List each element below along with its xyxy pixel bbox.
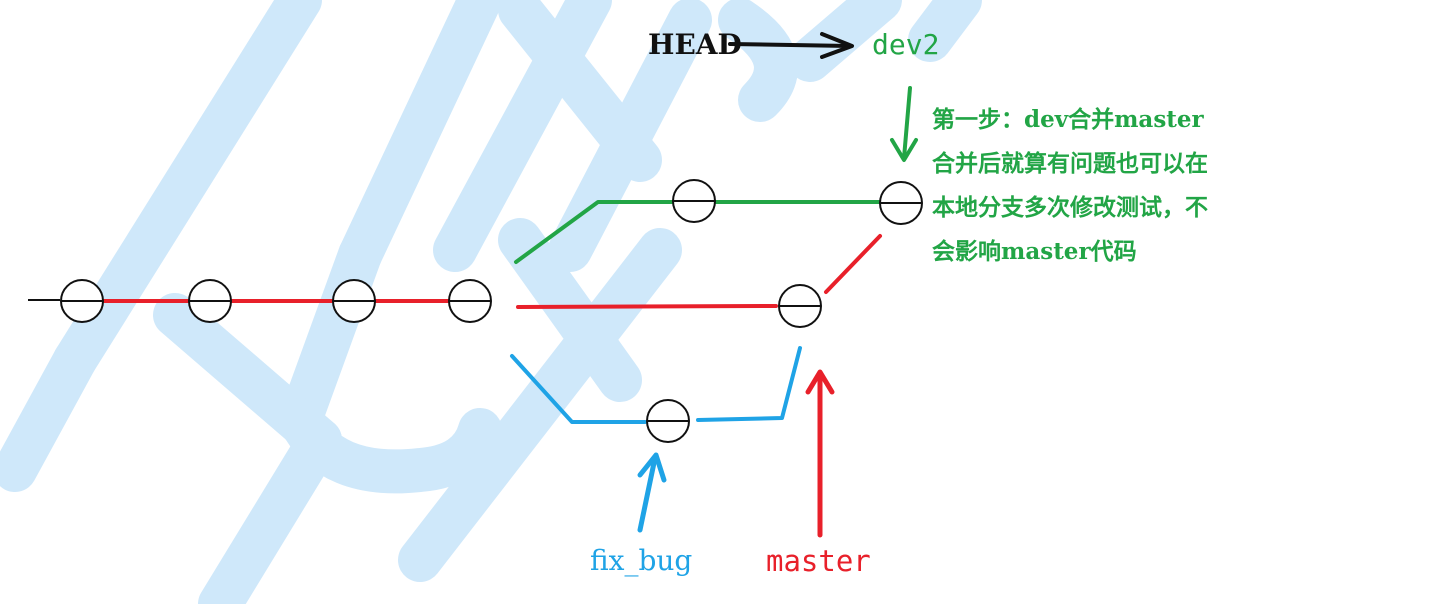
dev2-arrow-head: [890, 138, 918, 162]
fixbug-branch: [510, 346, 802, 533]
fixbug-line: [696, 346, 802, 422]
dev2-arrow-shaft: [902, 86, 912, 160]
step-title: 第一步：dev合并master: [932, 106, 1204, 133]
watermark-stroke: [338, 0, 502, 277]
watermark-stroke: [548, 0, 712, 272]
watermark-stroke: [433, 0, 612, 272]
commit-node: [60, 279, 104, 323]
commit-node: [188, 279, 232, 323]
merge-line: [824, 234, 882, 294]
commit-node: [879, 181, 923, 225]
watermark-stroke: [788, 0, 902, 82]
fixbug-arrow-shaft: [637, 455, 658, 533]
dev2-branch: [514, 200, 882, 264]
watermark-stroke: [0, 338, 97, 492]
watermark-stroke: [278, 398, 502, 494]
dev2-arrow: [890, 86, 918, 162]
watermark-stroke: [718, 0, 798, 122]
head-label: HEAD: [648, 28, 742, 61]
fixbug-branch-label: fix_bug: [590, 544, 693, 577]
head-arrow-head: [820, 32, 854, 59]
fixbug-line: [510, 354, 647, 424]
note-line: 本地分支多次修改测试，不: [932, 194, 1208, 221]
note-line: 合并后就算有问题也可以在: [932, 150, 1208, 177]
watermark-stroke: [198, 418, 342, 604]
note-line: 会影响master代码: [932, 238, 1137, 265]
master-branch: [98, 234, 882, 538]
dev2-line: [514, 200, 674, 264]
step-notes: 第一步：dev合并master 合并后就算有问题也可以在 本地分支多次修改测试，…: [932, 98, 1332, 274]
commit-node: [448, 279, 492, 323]
dev2-branch-label: dev2: [872, 28, 940, 61]
commits: [60, 179, 923, 443]
master-line: [516, 304, 778, 309]
commit-node: [646, 399, 690, 443]
watermark-stroke: [398, 228, 682, 582]
master-arrow-head: [805, 369, 835, 395]
commit-node: [332, 279, 376, 323]
head-arrow-shaft: [728, 42, 852, 48]
head-arrow: [728, 32, 854, 59]
commit-node: [778, 284, 822, 328]
fixbug-arrow-head: [637, 452, 667, 483]
master-branch-label: master: [766, 544, 871, 578]
commit-node: [672, 179, 716, 223]
watermark-stroke: [908, 0, 982, 62]
